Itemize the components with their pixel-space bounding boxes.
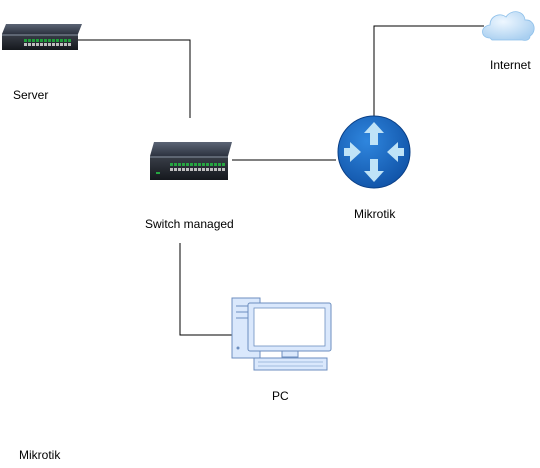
footer-mikrotik-label: Mikrotik bbox=[19, 448, 61, 462]
router-icon[interactable] bbox=[337, 115, 411, 189]
pc-label: PC bbox=[272, 389, 289, 403]
server-label: Server bbox=[13, 88, 49, 102]
internet-label: Internet bbox=[490, 58, 531, 72]
server-switch-icon[interactable] bbox=[2, 24, 82, 50]
desktop-pc-icon[interactable] bbox=[231, 297, 332, 371]
switch-label: Switch managed bbox=[145, 217, 234, 231]
edge-switch-pc[interactable] bbox=[179, 243, 232, 336]
edge-mikrotik-internet[interactable] bbox=[373, 25, 484, 118]
cloud-icon[interactable] bbox=[482, 11, 535, 41]
mikrotik-label: Mikrotik bbox=[354, 207, 396, 221]
connections bbox=[78, 25, 484, 336]
edge-server-switch[interactable] bbox=[78, 39, 191, 118]
managed-switch-icon[interactable] bbox=[150, 142, 232, 180]
